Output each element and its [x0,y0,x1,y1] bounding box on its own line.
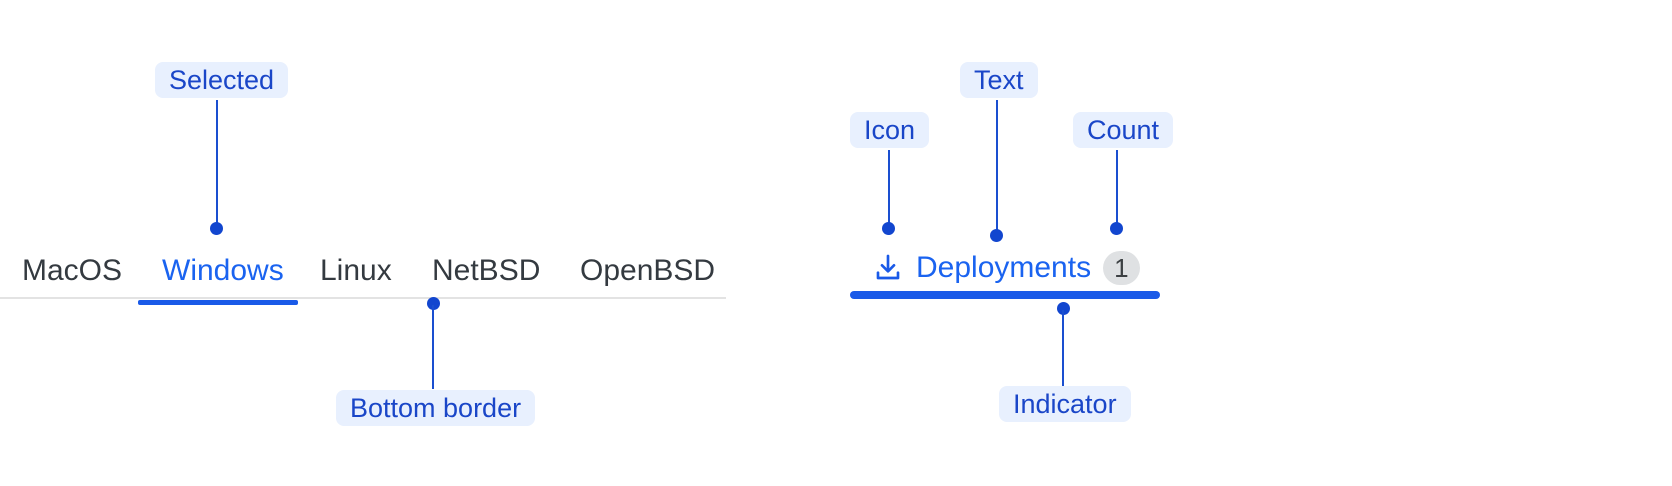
annotation-dot-icon [882,222,895,235]
annotation-label-icon: Icon [850,112,930,148]
tab-openbsd[interactable]: OpenBSD [580,254,716,287]
tab-netbsd[interactable]: NetBSD [432,254,541,287]
annotation-label-bottom-border: Bottom border [336,390,536,426]
tab-content-row: Deployments 1 [872,246,1140,290]
annotation-dot-count [1110,222,1123,235]
annotation-label-count: Count [1073,112,1174,148]
annotation-connector-icon [888,150,890,228]
annotation-dot-bottom-border [427,297,440,310]
annotation-dot-selected [210,222,223,235]
annotation-label-selected: Selected [155,62,289,98]
annotation-dot-text [990,229,1003,242]
tab-strip: MacOS Windows Linux NetBSD OpenBSD [0,248,726,305]
tab-deployments[interactable]: Deployments 1 [850,246,1160,302]
annotation-connector-count [1116,150,1118,228]
annotation-connector-bottom-border [432,305,434,389]
tab-linux[interactable]: Linux [320,254,392,287]
tab-count-badge: 1 [1103,251,1140,285]
annotation-connector-selected [216,100,218,230]
tab-indicator-bar [850,291,1160,299]
tab-macos[interactable]: MacOS [22,254,123,287]
annotation-connector-indicator [1062,310,1064,386]
annotation-label-indicator: Indicator [999,386,1131,422]
tab-windows[interactable]: Windows [162,254,284,287]
download-icon [876,254,900,280]
selected-tab-underline [138,300,298,305]
tab-text: Deployments [916,251,1092,284]
annotation-label-text: Text [960,62,1038,98]
annotation-dot-indicator [1057,302,1070,315]
tabstrip-bottom-border [0,297,726,299]
annotation-connector-text [996,100,998,236]
